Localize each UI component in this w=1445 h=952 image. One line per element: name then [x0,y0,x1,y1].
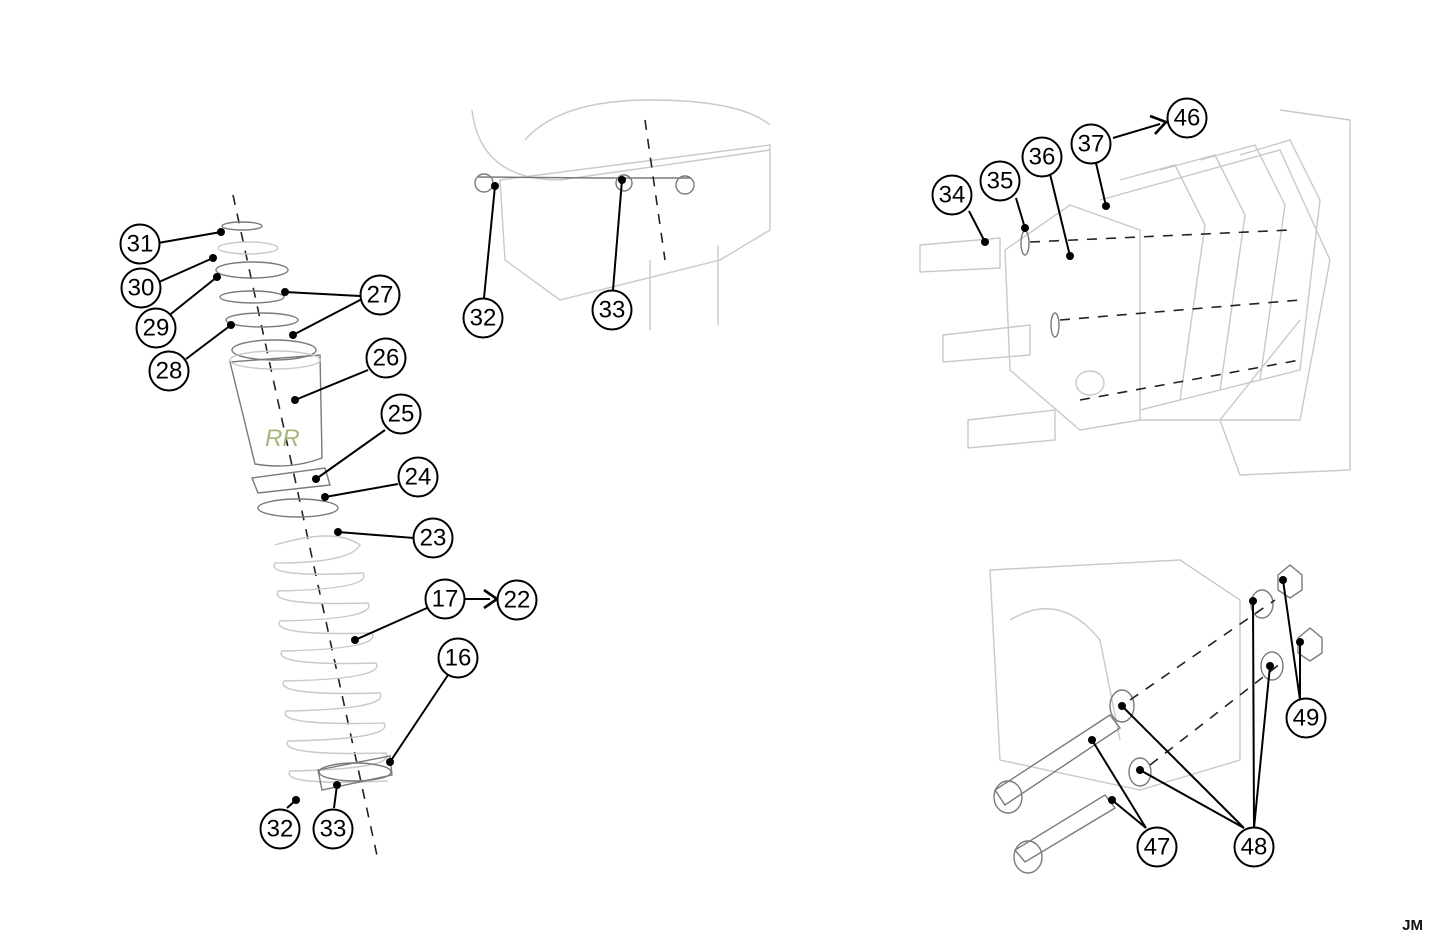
callout-29: 29 [135,307,177,349]
callout-46: 46 [1166,97,1208,139]
callout-22: 22 [496,579,538,621]
svg-text:46: 46 [1174,105,1201,132]
bracket-leaders [1088,576,1304,829]
top-mount-leaders [483,176,626,299]
callout-28: 28 [148,350,190,392]
svg-text:28: 28 [156,358,183,385]
svg-text:32: 32 [470,305,497,332]
adjuster-leaders [968,114,1169,260]
callout-32-bottom: 32 [259,808,301,850]
svg-text:16: 16 [445,645,472,672]
callout-27: 27 [359,274,401,316]
callout-34: 34 [931,174,973,216]
svg-text:23: 23 [420,525,447,552]
svg-text:26: 26 [373,345,400,372]
callout-48: 48 [1233,826,1275,868]
callout-36: 36 [1021,136,1063,178]
svg-text:25: 25 [388,401,415,428]
shock-assembly-illustration: RR [215,194,393,861]
callout-47: 47 [1136,826,1178,868]
svg-text:36: 36 [1029,144,1056,171]
top-mount-illustration [471,99,771,330]
svg-text:35: 35 [987,168,1014,195]
svg-text:49: 49 [1293,705,1320,732]
callout-24: 24 [397,456,439,498]
svg-text:48: 48 [1241,834,1268,861]
callout-33-bottom: 33 [312,808,354,850]
callout-25: 25 [380,393,422,435]
svg-text:31: 31 [127,231,154,258]
callout-30: 30 [120,267,162,309]
callout-32-top: 32 [462,297,504,339]
svg-text:37: 37 [1078,131,1105,158]
svg-text:24: 24 [405,464,432,491]
svg-text:27: 27 [367,282,394,309]
adjuster-block-illustration [919,109,1351,476]
shock-leaders [157,228,500,809]
svg-text:33: 33 [320,816,347,843]
bracket-illustration [989,559,1323,874]
callout-37: 37 [1070,123,1112,165]
callout-26: 26 [365,337,407,379]
callout-23: 23 [412,517,454,559]
svg-text:30: 30 [128,275,155,302]
svg-text:32: 32 [267,816,294,843]
svg-text:29: 29 [143,315,170,342]
callout-16: 16 [437,637,479,679]
svg-text:17: 17 [432,586,459,613]
svg-text:47: 47 [1144,834,1171,861]
callout-31: 31 [119,223,161,265]
callout-17: 17 [424,578,466,620]
svg-text:34: 34 [939,182,966,209]
svg-text:22: 22 [504,587,531,614]
svg-text:33: 33 [599,297,626,324]
callout-33-top: 33 [591,289,633,331]
svg-text:RR: RR [265,425,300,452]
author-signature: JM [1402,917,1423,934]
callout-35: 35 [979,160,1021,202]
callout-49: 49 [1285,697,1327,739]
